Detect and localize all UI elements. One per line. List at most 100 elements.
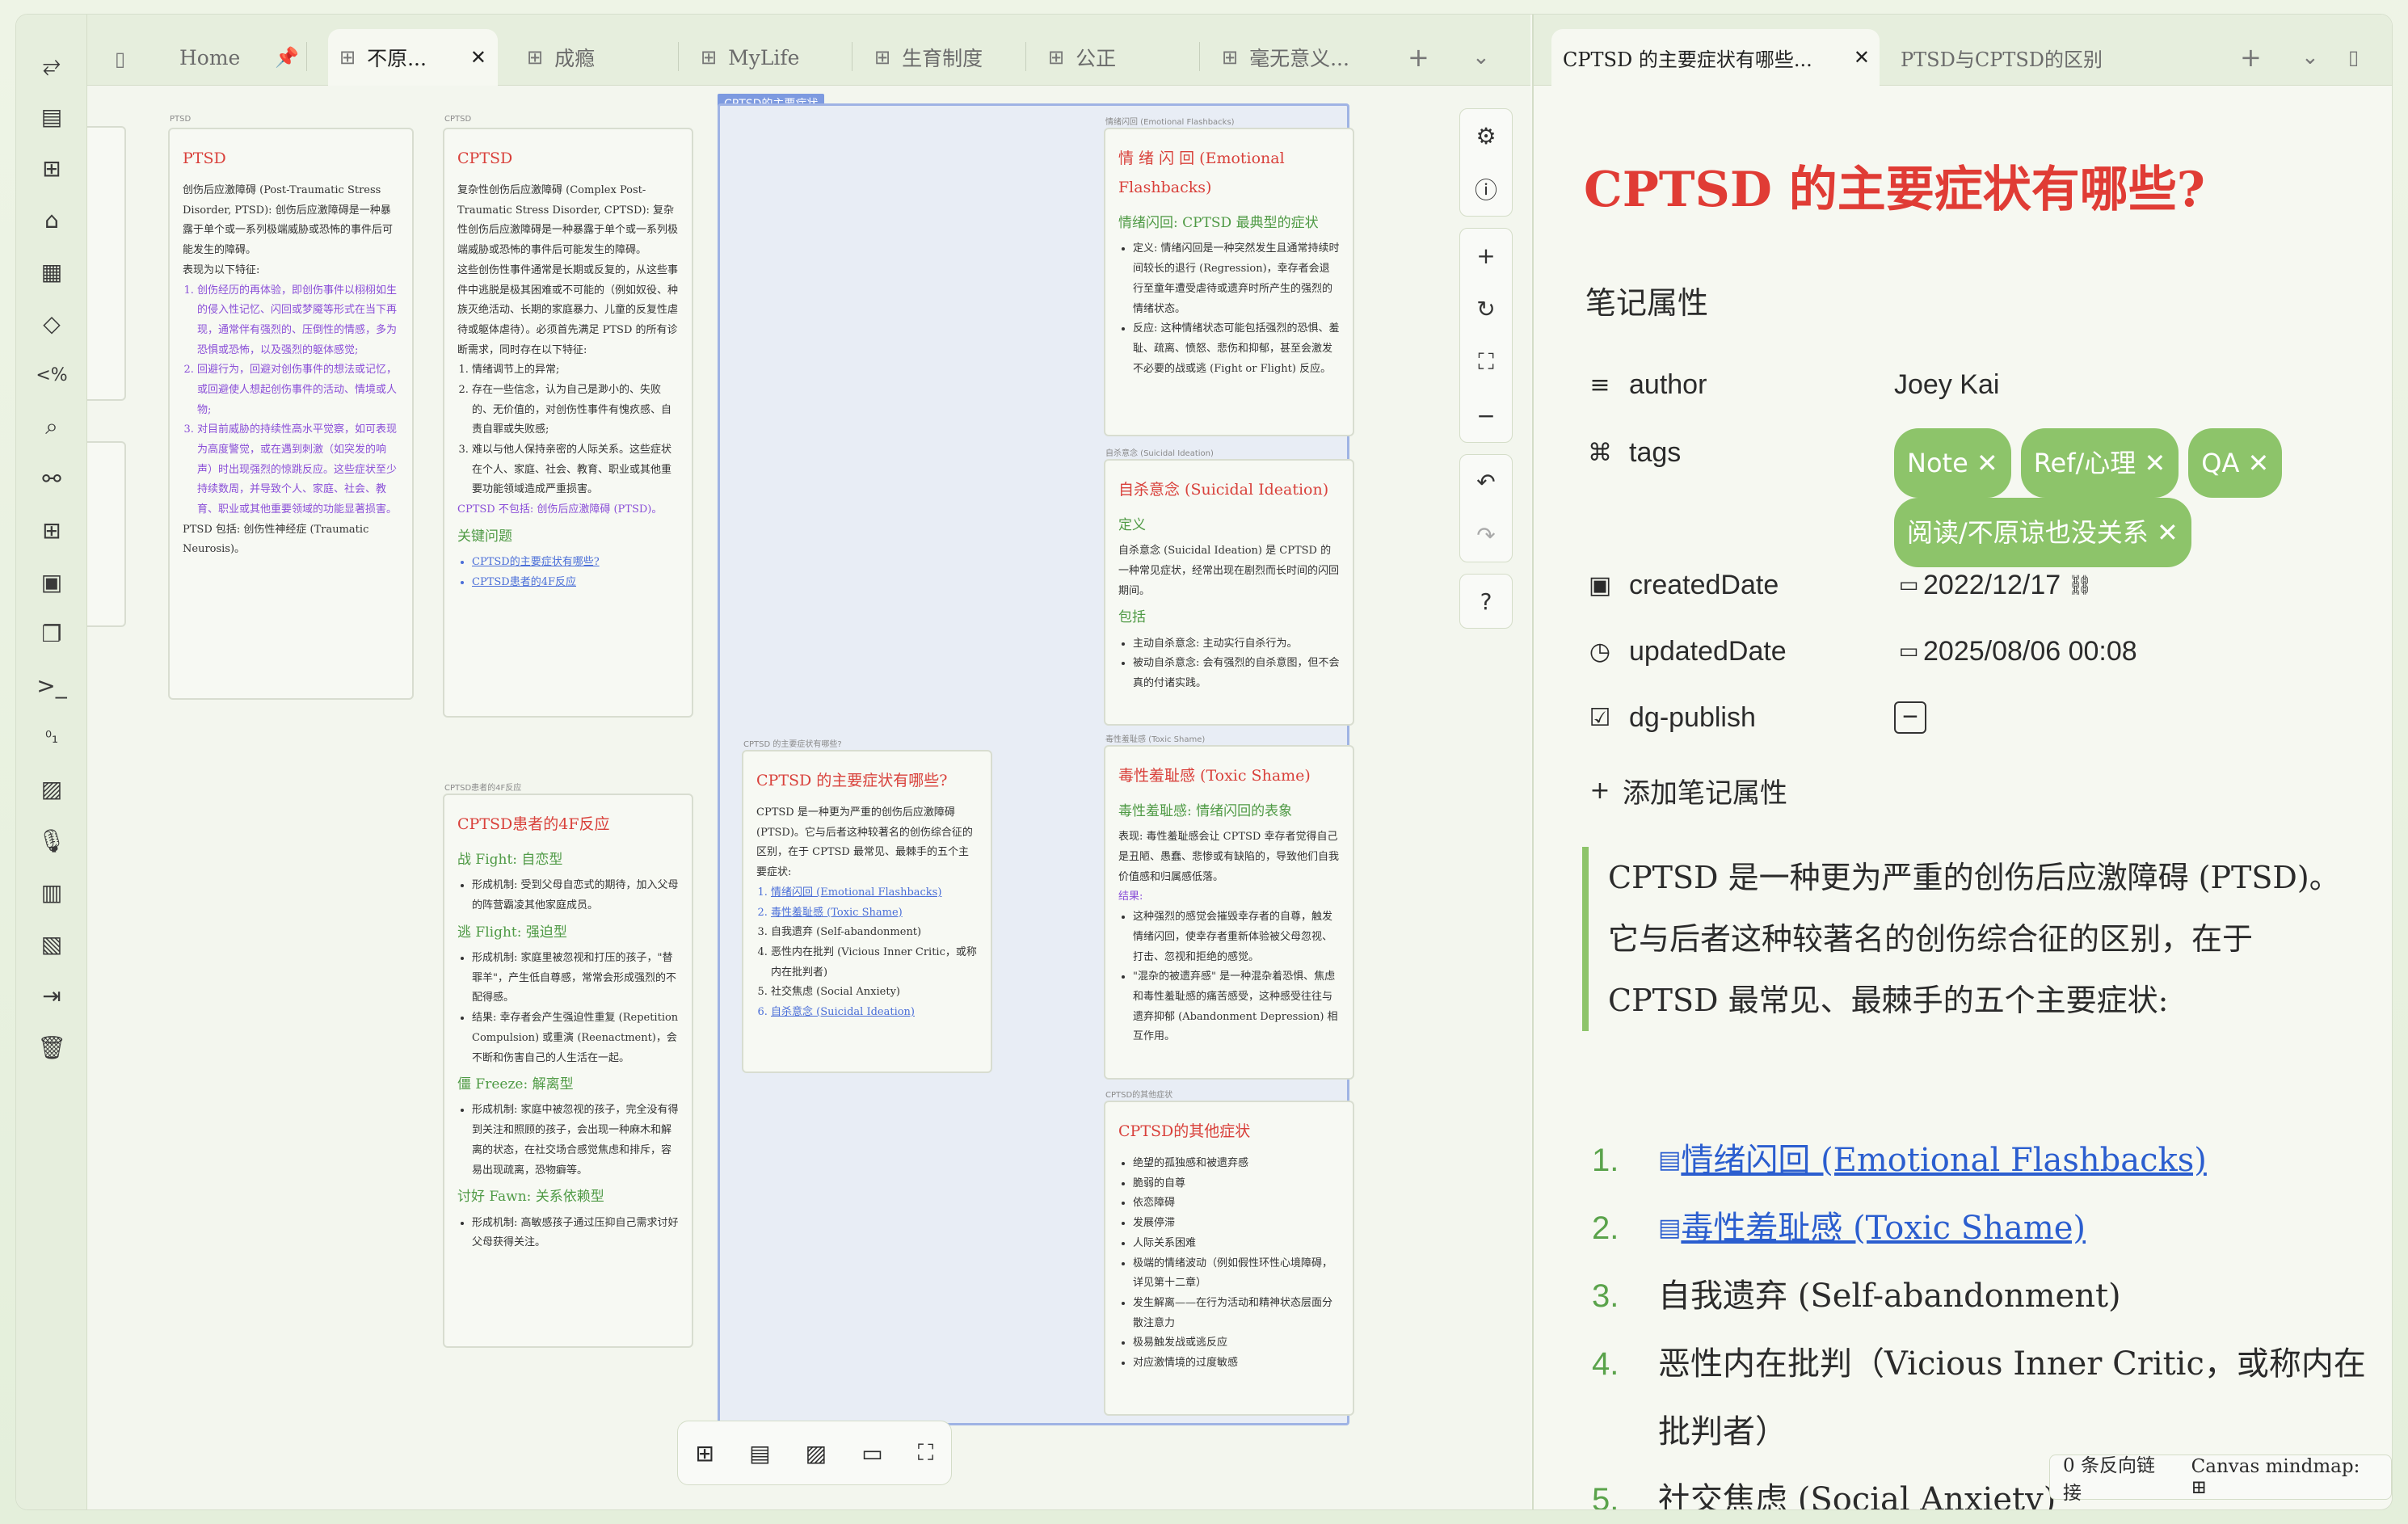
card-other-symptoms[interactable]: CPTSD的其他症状 绝望的孤独感和被遗弃感 脆弱的自尊 依恋障碍 发展停滞 人…: [1104, 1101, 1354, 1416]
card-cptsd[interactable]: CPTSD 复杂性创伤后应激障碍 (Complex Post-Traumatic…: [443, 128, 693, 718]
tab-addiction[interactable]: ⊞成瘾: [516, 29, 679, 86]
zoom-in-icon[interactable]: +: [1476, 242, 1496, 269]
property-value[interactable]: Joey Kai: [1894, 368, 2000, 400]
tab-note-diff[interactable]: PTSD与CPTSD的区别: [1889, 29, 2212, 86]
card-partial-bottom[interactable]: [87, 441, 126, 627]
backlinks-count[interactable]: 0 条反向链接: [2063, 1455, 2155, 1504]
calendar-icon[interactable]: ▣: [40, 568, 63, 596]
property-publish[interactable]: ☑dg-publish −: [1585, 693, 2313, 742]
copy-icon[interactable]: ❐: [41, 620, 62, 647]
card-title: CPTSD: [457, 149, 513, 167]
file-search-icon[interactable]: ⌕: [45, 413, 58, 440]
tab-justice[interactable]: ⊞公正: [1037, 29, 1200, 86]
info-icon[interactable]: ⓘ: [1474, 177, 1497, 204]
card-suicidal[interactable]: 自杀意念 (Suicidal Ideation) 定义 自杀意念 (Suicid…: [1104, 459, 1354, 726]
card-toxic-shame[interactable]: 毒性羞耻感 (Toxic Shame) 毒性羞耻感: 情绪闪回的表象 表现: 毒…: [1104, 745, 1354, 1080]
image-edit-icon[interactable]: ▧: [40, 930, 63, 958]
card-subheading: 包括: [1118, 609, 1146, 626]
mindmap-status[interactable]: Canvas mindmap: ⊞: [2191, 1456, 2378, 1498]
card-4f[interactable]: CPTSD患者的4F反应 战 Fight: 自恋型 形成机制: 受到父母自恋式的…: [443, 794, 693, 1348]
note-link[interactable]: 毒性羞耻感 (Toxic Shame): [1681, 1210, 2086, 1247]
date-icon: ▭: [1898, 573, 1919, 597]
property-author[interactable]: ≡author Joey Kai: [1585, 360, 2313, 409]
property-updated[interactable]: ◷updatedDate ▭2025/08/06 00:08: [1585, 627, 2313, 676]
link[interactable]: CPTSD患者的4F反应: [472, 573, 679, 593]
image-icon[interactable]: ▨: [40, 775, 63, 802]
zoom-out-icon[interactable]: −: [1476, 402, 1496, 429]
add-property-button[interactable]: +添加笔记属性: [1585, 766, 2313, 815]
tag-chip[interactable]: Note ✕: [1894, 428, 2011, 498]
add-note-icon[interactable]: ▤: [749, 1439, 771, 1467]
layout-icon[interactable]: ▥: [40, 878, 63, 906]
close-icon[interactable]: ✕: [469, 46, 486, 69]
grid-icon[interactable]: ⊞: [42, 516, 61, 544]
terminal-icon[interactable]: >_: [36, 671, 67, 699]
canvas-zoom-controls: + ↻ ⛶ −: [1459, 228, 1513, 443]
home-icon[interactable]: ⌂: [44, 206, 59, 234]
tag-chip[interactable]: 阅读/不原谅也没关系 ✕: [1894, 498, 2191, 567]
tab-meaningless[interactable]: ⊞毫无意义...: [1210, 29, 1372, 86]
tab-note-active[interactable]: CPTSD 的主要症状有哪些...✕: [1551, 29, 1880, 86]
tab-label: Home: [179, 45, 241, 69]
link[interactable]: CPTSD的主要症状有哪些?: [472, 553, 679, 573]
tab-list-button[interactable]: ⌄: [2301, 45, 2319, 69]
settings-icon[interactable]: ⚙: [1476, 122, 1497, 149]
file-export-icon[interactable]: ⇥: [42, 982, 61, 1009]
note-link[interactable]: 情绪闪回 (Emotional Flashbacks): [1681, 1142, 2207, 1179]
tab-mylife[interactable]: ⊞MyLife: [689, 29, 852, 86]
shapes-icon[interactable]: ◇: [43, 309, 61, 337]
property-value[interactable]: 2022/12/17: [1923, 569, 2061, 600]
link[interactable]: 自杀意念 (Suicidal Ideation): [771, 1003, 978, 1023]
new-tab-button[interactable]: +: [1408, 42, 1429, 73]
right-sidebar-toggle-icon[interactable]: ▯: [2348, 46, 2360, 69]
percent-code-icon[interactable]: <%: [36, 364, 68, 385]
publish-checkbox[interactable]: −: [1894, 701, 1926, 734]
close-icon[interactable]: ✕: [1853, 46, 1870, 69]
sort-icon[interactable]: ⁰₁: [44, 727, 59, 747]
add-property-label: 添加笔记属性: [1623, 777, 1787, 810]
link[interactable]: 情绪闪回 (Emotional Flashbacks): [771, 883, 978, 903]
reset-zoom-icon[interactable]: ↻: [1476, 295, 1496, 322]
link-icon[interactable]: ⛓: [2067, 574, 2093, 596]
add-group-icon[interactable]: ▭: [861, 1439, 883, 1467]
capture-icon[interactable]: ⛶: [917, 1439, 934, 1466]
redo-icon[interactable]: ↷: [1476, 521, 1496, 549]
notebook-icon[interactable]: ▤: [40, 103, 63, 130]
list-item: 4.恶性内在批判（Vicious Inner Critic，或称内在批判者）: [1592, 1330, 2368, 1466]
card-body: 自杀意念 (Suicidal Ideation) 是 CPTSD 的一种常见症状…: [1118, 545, 1340, 597]
add-card-icon[interactable]: ⊞: [695, 1439, 715, 1467]
link[interactable]: 毒性羞耻感 (Toxic Shame): [771, 903, 978, 924]
fit-screen-icon[interactable]: ⛶: [1478, 348, 1494, 375]
tab-active[interactable]: ⊞不原...✕: [328, 29, 498, 86]
undo-icon[interactable]: ↶: [1476, 468, 1496, 495]
add-media-icon[interactable]: ▨: [805, 1439, 827, 1467]
tab-home[interactable]: Home 📌: [168, 29, 307, 86]
tab-list-button[interactable]: ⌄: [1472, 45, 1490, 69]
help-icon[interactable]: ?: [1480, 587, 1492, 615]
tag-chip[interactable]: QA ✕: [2188, 428, 2283, 498]
property-created[interactable]: ▣createdDate ▭2022/12/17⛓: [1585, 561, 2313, 609]
table-icon[interactable]: ▦: [40, 258, 63, 285]
tab-bar-right: CPTSD 的主要症状有哪些...✕ PTSD与CPTSD的区别 + ⌄ ▯: [1534, 15, 2392, 86]
card-partial-top[interactable]: [87, 126, 126, 401]
graph-icon[interactable]: ⚯: [42, 465, 61, 492]
card-flashbacks[interactable]: 情 绪 闪 回 (Emotional Flashbacks) 情绪闪回: CPT…: [1104, 128, 1354, 436]
card-center[interactable]: CPTSD 的主要症状有哪些? CPTSD 是一种更为严重的创伤后应激障碍 (P…: [742, 750, 992, 1073]
pin-icon[interactable]: 📌: [275, 46, 299, 69]
note-title[interactable]: CPTSD 的主要症状有哪些?: [1584, 162, 2205, 218]
tag-chip[interactable]: Ref/心理 ✕: [2020, 428, 2179, 498]
trash-icon[interactable]: 🗑: [37, 1034, 66, 1061]
sidebar-toggle-icon[interactable]: ▯: [115, 48, 126, 70]
microphone-icon[interactable]: 🎙: [37, 827, 66, 854]
canvas-add-toolbar: ⊞ ▤ ▨ ▭ ⛶: [677, 1421, 952, 1485]
new-tab-button[interactable]: +: [2240, 42, 2262, 73]
calendar-icon: ▣: [1588, 570, 1612, 600]
file-plus-icon[interactable]: ⊞: [42, 154, 61, 182]
canvas-view[interactable]: PTSD PTSD 创伤后应激障碍 (Post-Traumatic Stress…: [87, 86, 1530, 1509]
sprout-icon[interactable]: ⥂: [42, 51, 61, 78]
property-value[interactable]: 2025/08/06 00:08: [1923, 635, 2137, 667]
property-tags[interactable]: ⌘tags Note ✕Ref/心理 ✕QA ✕阅读/不原谅也没关系 ✕: [1585, 428, 2313, 567]
card-ptsd[interactable]: PTSD 创伤后应激障碍 (Post-Traumatic Stress Diso…: [168, 128, 414, 700]
tab-birth-system[interactable]: ⊞生育制度: [863, 29, 1026, 86]
canvas-icon: ⊞: [339, 46, 356, 69]
